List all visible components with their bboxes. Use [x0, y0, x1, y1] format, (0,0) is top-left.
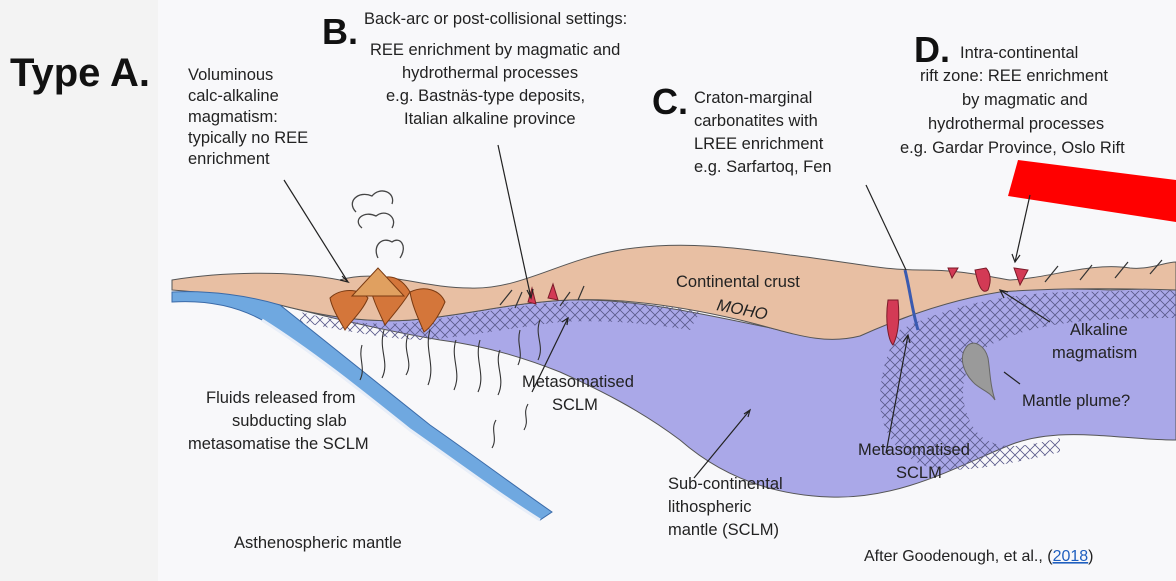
label-b-line: Back-arc or post-collisional settings: — [364, 10, 627, 28]
label-b-line: hydrothermal processes — [402, 64, 578, 82]
label-type-a: Voluminous calc-alkaline magmatism: typi… — [188, 66, 308, 168]
label-d-line: e.g. Gardar Province, Oslo Rift — [900, 139, 1125, 157]
label-b-line: Italian alkaline province — [404, 110, 576, 128]
label-metaso-right: SCLM — [896, 464, 942, 482]
label-c-line: e.g. Sarfartoq, Fen — [694, 158, 832, 176]
citation-prefix: After Goodenough, et al., ( — [864, 548, 1053, 565]
label-fluids: subducting slab — [232, 412, 347, 430]
label-a-line: enrichment — [188, 150, 270, 168]
label-fluids: Fluids released from — [206, 389, 355, 407]
label-continental-crust: Continental crust — [676, 273, 800, 291]
label-d-line: by magmatic and — [962, 91, 1088, 109]
label-b-line: e.g. Bastnäs-type deposits, — [386, 87, 585, 105]
label-a-line: calc-alkaline — [188, 87, 279, 105]
label-alkaline: Alkaline — [1070, 321, 1128, 339]
label-alkaline: magmatism — [1052, 344, 1137, 362]
citation-year-link[interactable]: 2018 — [1053, 548, 1089, 565]
label-d-line: rift zone: REE enrichment — [920, 67, 1108, 85]
label-c-line: LREE enrichment — [694, 135, 824, 153]
label-c-line: carbonatites with — [694, 112, 818, 130]
label-a-line: Voluminous — [188, 66, 273, 84]
label-sclm: lithospheric — [668, 498, 751, 516]
citation-suffix: ) — [1088, 548, 1093, 565]
letter-d: D. — [914, 29, 950, 70]
label-sclm: mantle (SCLM) — [668, 521, 779, 539]
label-metaso-left: SCLM — [552, 396, 598, 414]
label-asthenosphere: Asthenospheric mantle — [234, 534, 402, 552]
letter-c: C. — [652, 81, 688, 122]
label-type-c: Craton-marginal carbonatites with LREE e… — [694, 89, 832, 176]
label-d-line: Intra-continental — [960, 44, 1078, 62]
label-metaso-right: Metasomatised — [858, 441, 970, 459]
label-b-line: REE enrichment by magmatic and — [370, 41, 620, 59]
type-a-heading: Type A. — [10, 51, 150, 95]
letter-b: B. — [322, 11, 358, 52]
citation: After Goodenough, et al., (2018) — [864, 548, 1093, 565]
label-a-line: typically no REE — [188, 129, 308, 147]
label-metaso-left: Metasomatised — [522, 373, 634, 391]
label-d-line: hydrothermal processes — [928, 115, 1104, 133]
label-c-line: Craton-marginal — [694, 89, 812, 107]
label-a-line: magmatism: — [188, 108, 278, 126]
label-mantle-plume: Mantle plume? — [1022, 392, 1130, 410]
highlight-red-bar — [1008, 160, 1176, 222]
label-fluids: metasomatise the SCLM — [188, 435, 369, 453]
label-type-b: Back-arc or post-collisional settings: R… — [364, 10, 627, 128]
eruption-cloud — [352, 191, 403, 258]
label-sclm: Sub-continental — [668, 475, 783, 493]
